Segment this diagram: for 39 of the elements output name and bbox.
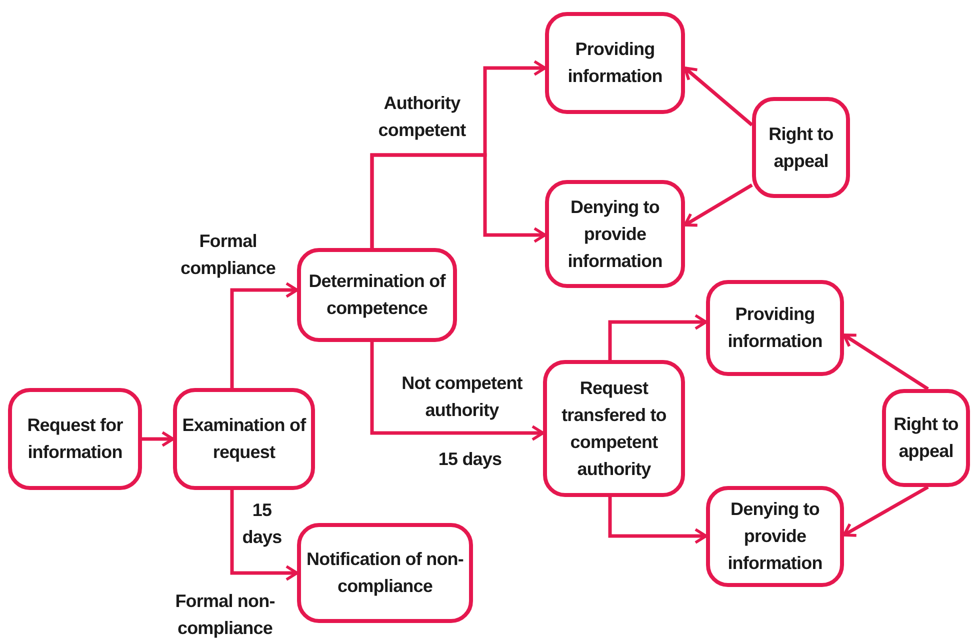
process-box (706, 486, 844, 587)
arrow (608, 497, 708, 544)
box-label: Examination of request (181, 414, 308, 464)
arrow (684, 66, 754, 126)
process-box (543, 360, 685, 497)
box-label: Denying to provide information (566, 196, 664, 272)
box-label: Determination of competence (308, 270, 447, 320)
arrow (608, 314, 708, 360)
process-box (706, 280, 844, 376)
process-box (8, 388, 142, 490)
process-box (173, 388, 315, 490)
arrow (230, 282, 298, 388)
box-label: Denying to provide information (726, 498, 824, 575)
box-label: Request for information (26, 414, 124, 464)
edge-label: Formal compliance (179, 230, 277, 280)
process-box (297, 523, 473, 623)
duration-label: 15 days (437, 448, 503, 471)
box-label: Request transfered to competent authority (560, 376, 668, 481)
arrow (370, 153, 546, 248)
arrow (842, 485, 929, 537)
box-label: Providing information (726, 303, 824, 353)
edge-label: Not competent authority (400, 372, 524, 422)
arrow (842, 334, 929, 390)
process-box (752, 97, 850, 198)
process-box (545, 12, 685, 114)
arrow (370, 342, 544, 441)
edge-label: Authority competent (377, 92, 467, 142)
box-label: Right to appeal (892, 413, 960, 463)
box-label: Right to appeal (768, 122, 834, 173)
edge-label: Formal non-compliance (174, 590, 276, 639)
process-box (297, 248, 457, 342)
process-box (882, 389, 970, 487)
arrow (142, 431, 174, 447)
arrow (684, 184, 753, 227)
duration-label: 15 days (241, 499, 283, 549)
arrow (230, 490, 298, 581)
box-label: Providing information (566, 38, 664, 88)
process-box (545, 180, 685, 288)
box-label: Notification of non-compliance (306, 548, 464, 598)
